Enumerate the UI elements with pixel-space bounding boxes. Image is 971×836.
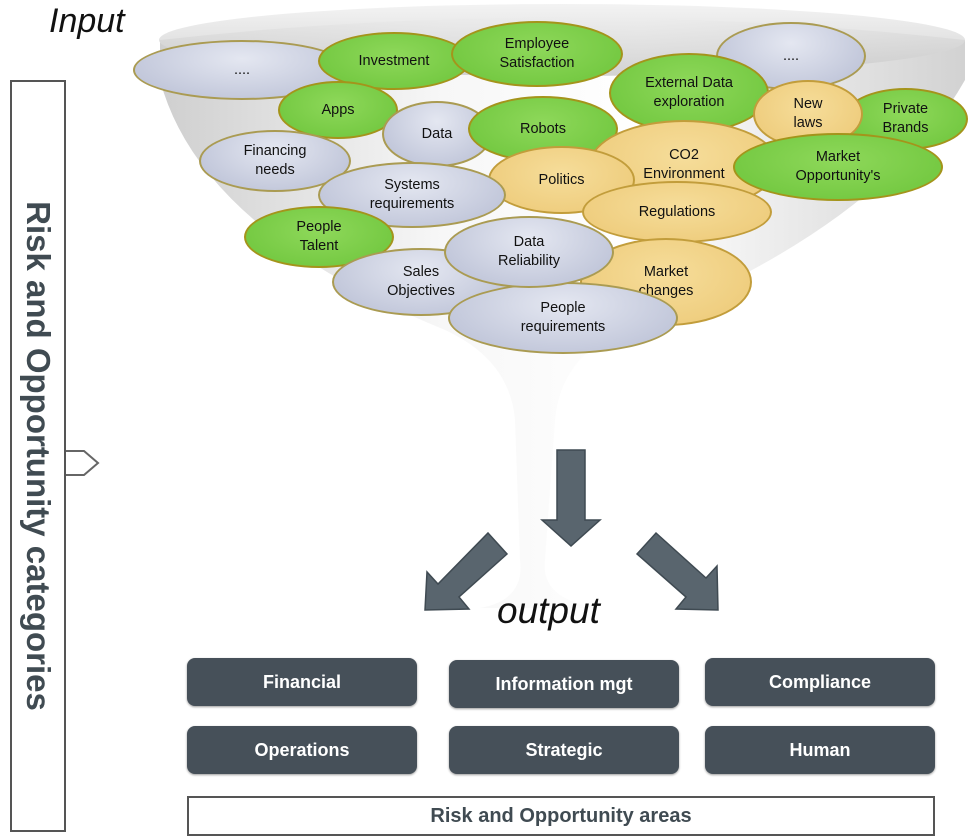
side-category-box bbox=[10, 80, 66, 832]
input-item: Apps bbox=[278, 81, 398, 139]
right-chevron-icon bbox=[66, 450, 100, 476]
areas-label: Risk and Opportunity areas bbox=[187, 796, 935, 836]
category-human: Human bbox=[705, 726, 935, 774]
input-item: Data Reliability bbox=[444, 216, 614, 288]
input-label: Input bbox=[49, 2, 125, 40]
input-item: Investment bbox=[318, 32, 470, 90]
category-strategic: Strategic bbox=[449, 726, 679, 774]
input-item: Market Opportunity's bbox=[733, 133, 943, 201]
category-compliance: Compliance bbox=[705, 658, 935, 706]
input-item: Regulations bbox=[582, 181, 772, 243]
category-operations: Operations bbox=[187, 726, 417, 774]
right-down-arrow bbox=[635, 531, 719, 611]
left-down-arrow bbox=[424, 531, 509, 611]
category-information-mgt: Information mgt bbox=[449, 660, 679, 708]
side-category-label: Risk and Opportunity categories bbox=[20, 201, 57, 711]
output-label: output bbox=[497, 590, 600, 631]
input-item: People requirements bbox=[448, 282, 678, 354]
down-arrow bbox=[540, 449, 602, 548]
input-item: Employee Satisfaction bbox=[451, 21, 623, 87]
input-item: Politics bbox=[488, 146, 635, 214]
category-financial: Financial bbox=[187, 658, 417, 706]
